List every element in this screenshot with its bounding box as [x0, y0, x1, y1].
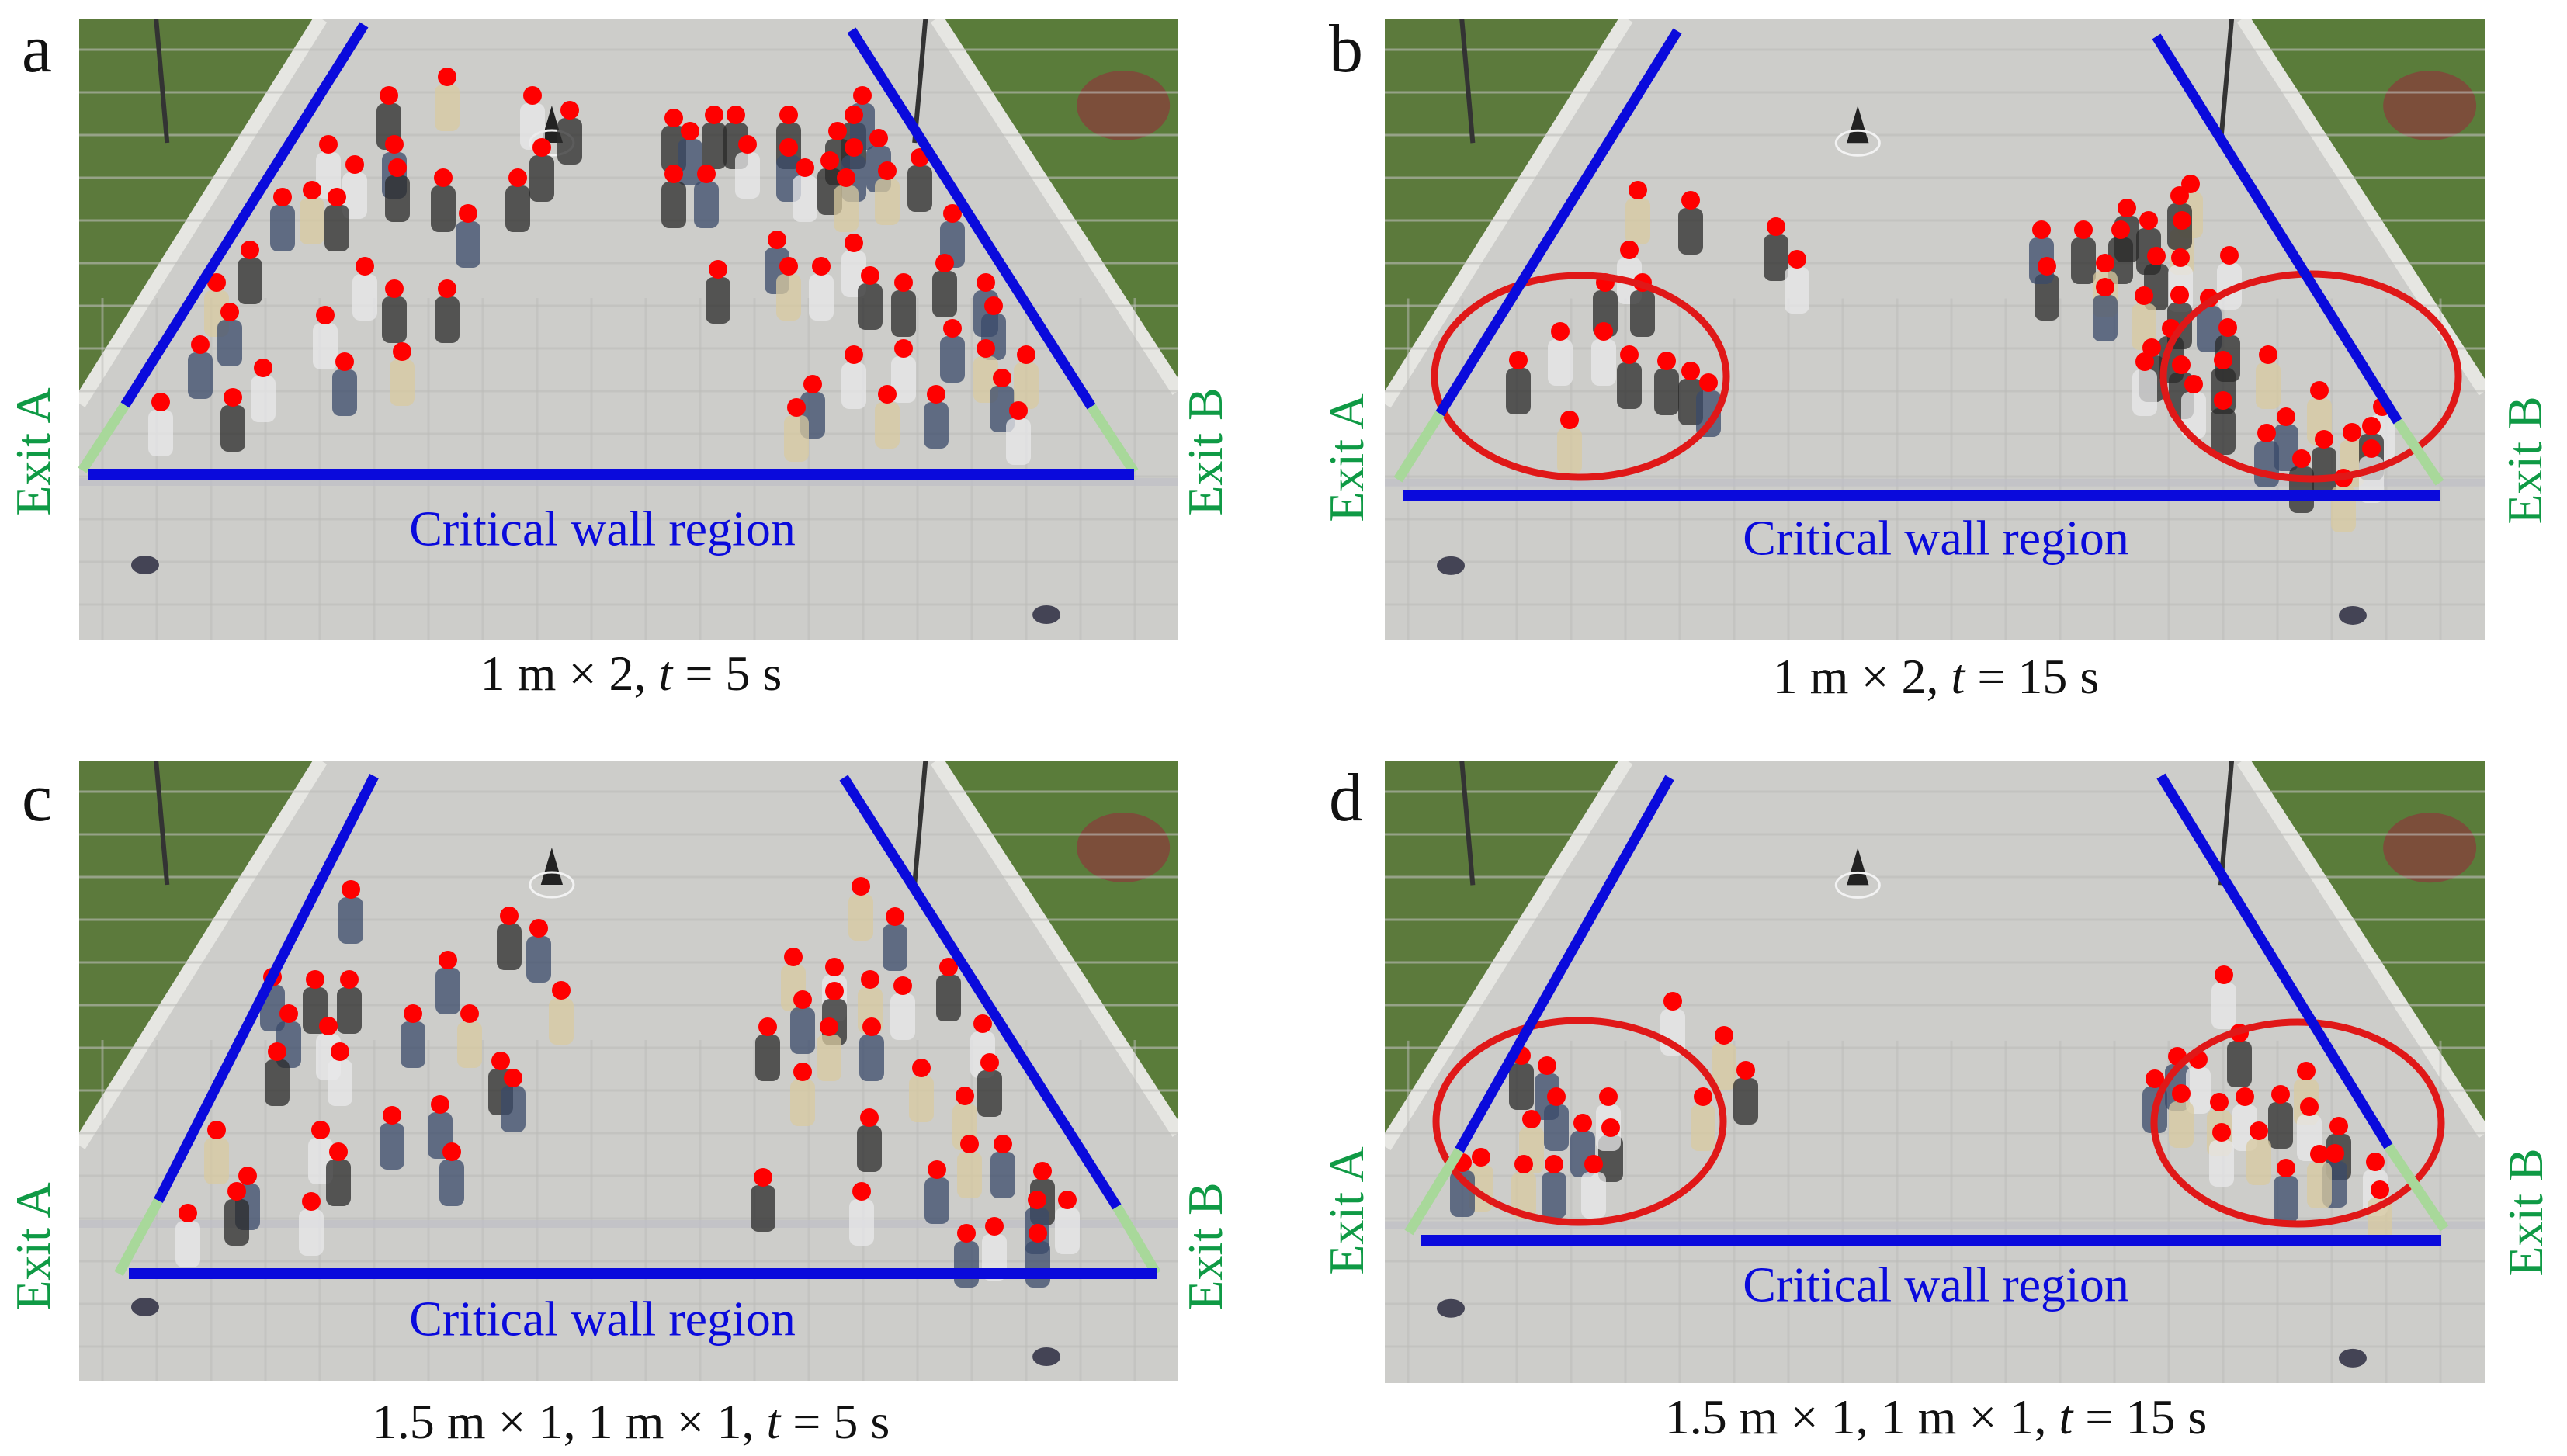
- caption-time-variable: t: [658, 646, 673, 701]
- panel-caption-a: 1 m × 2, t = 5 s: [480, 649, 782, 699]
- caption-text: 1.5 m × 1, 1 m × 1,: [372, 1394, 767, 1449]
- caption-time-value: = 15 s: [2073, 1389, 2208, 1444]
- crowd-photo-c: [79, 761, 1178, 1381]
- caption-time-value: = 5 s: [672, 646, 782, 701]
- exit-a-label: Exit A: [1319, 393, 1374, 522]
- caption-time-value: = 5 s: [780, 1394, 890, 1449]
- panel-caption-c: 1.5 m × 1, 1 m × 1, t = 5 s: [373, 1397, 890, 1447]
- panel-label-a: a: [22, 12, 53, 87]
- exit-a-label: Exit A: [5, 387, 61, 516]
- exit-b-label: Exit B: [2498, 1148, 2553, 1277]
- caption-text: 1 m × 2,: [480, 646, 659, 701]
- caption-time-variable: t: [2059, 1389, 2073, 1444]
- caption-text: 1 m × 2,: [1772, 649, 1951, 704]
- exit-a-label: Exit A: [1319, 1146, 1374, 1275]
- crowd-photo-a: [79, 19, 1178, 640]
- caption-time-variable: t: [766, 1394, 781, 1449]
- panel-caption-b: 1 m × 2, t = 15 s: [1773, 652, 2100, 702]
- panel-label-d: d: [1329, 761, 1363, 836]
- panel-caption-d: 1.5 m × 1, 1 m × 1, t = 15 s: [1665, 1392, 2208, 1442]
- caption-text: 1.5 m × 1, 1 m × 1,: [1664, 1389, 2059, 1444]
- panel-label-b: b: [1329, 12, 1363, 87]
- exit-b-label: Exit B: [1178, 387, 1233, 516]
- caption-time-value: = 15 s: [1965, 649, 2100, 704]
- exit-a-label: Exit A: [5, 1182, 61, 1311]
- exit-b-label: Exit B: [2497, 396, 2552, 525]
- crowd-photo-d: [1385, 761, 2485, 1383]
- panel-label-c: c: [22, 761, 53, 836]
- caption-time-variable: t: [1951, 649, 1965, 704]
- exit-b-label: Exit B: [1178, 1182, 1233, 1311]
- crowd-photo-b: [1385, 19, 2485, 640]
